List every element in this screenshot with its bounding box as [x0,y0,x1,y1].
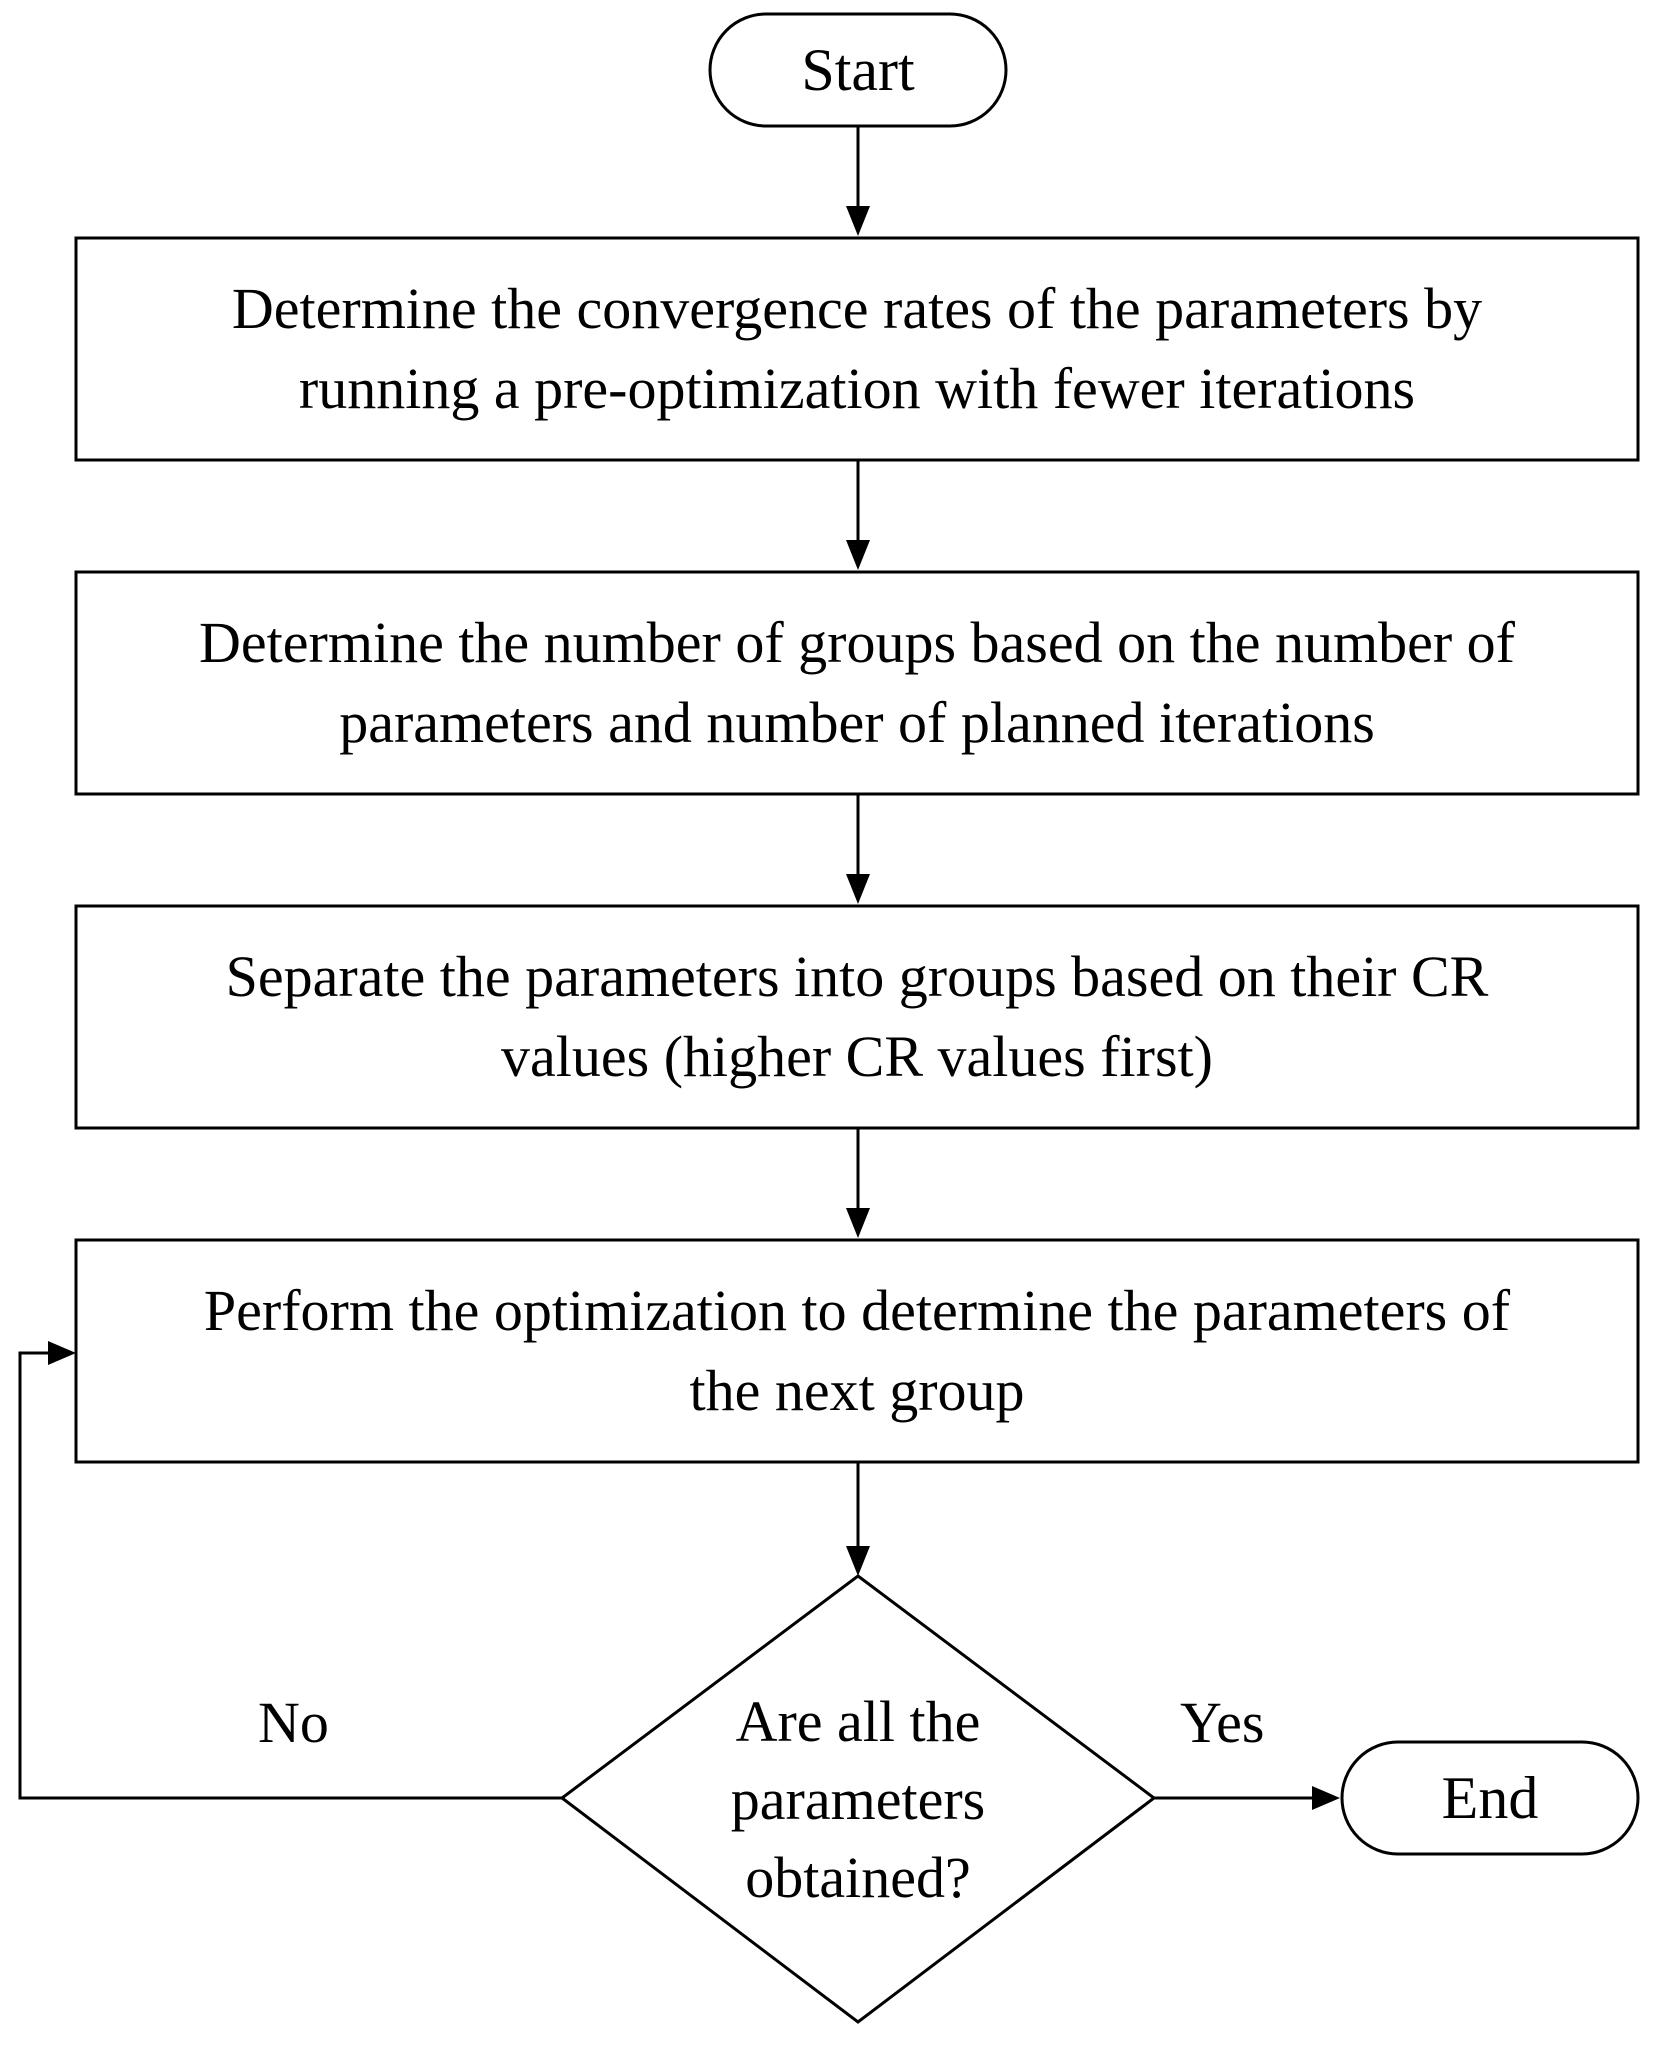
no-label: No [258,1690,329,1755]
end-terminal [1340,1740,1640,1856]
arrowhead-yes [1312,1786,1340,1810]
start-label-container: Start [710,14,1006,126]
arrowhead-step4 [846,1208,870,1238]
yes-label: Yes [1180,1690,1265,1755]
step2-line1: Determine the number of groups based on … [199,610,1515,675]
step1-box [74,236,1640,462]
arrowhead-step1 [846,206,870,236]
step3-text: Separate the parameters into groups base… [76,906,1638,1128]
start-label: Start [801,37,915,103]
step4-line1: Perform the optimization to determine th… [203,1278,1511,1343]
arrowhead-no-loop [48,1341,76,1365]
arrowhead-step2 [846,540,870,570]
step2-line2: parameters and number of planned iterati… [339,690,1375,755]
step4-box [74,1238,1640,1464]
decision-line1: Are all the [735,1689,981,1754]
step1-line1: Determine the convergence rates of the p… [231,276,1483,341]
step1-line2: running a pre-optimization with fewer it… [298,356,1416,421]
step1-text: Determine the convergence rates of the p… [76,238,1638,460]
decision-text: Are all the parameters obtained? [630,1680,1086,1920]
end-label: End [1441,1765,1539,1831]
step4-line2: the next group [689,1358,1025,1423]
decision-diamond [559,1574,1157,2024]
step4-text: Perform the optimization to determine th… [76,1240,1638,1462]
step3-line1: Separate the parameters into groups base… [225,944,1489,1009]
arrowhead-decision [846,1546,870,1576]
no-branch-line [18,1351,562,1800]
decision-line3: obtained? [745,1845,971,1910]
step2-box [74,570,1640,796]
decision-line2: parameters [730,1767,986,1832]
end-label-container: End [1342,1742,1638,1854]
arrowhead-step3 [846,874,870,904]
step3-line2: values (higher CR values first) [501,1024,1213,1089]
step2-text: Determine the number of groups based on … [76,572,1638,794]
